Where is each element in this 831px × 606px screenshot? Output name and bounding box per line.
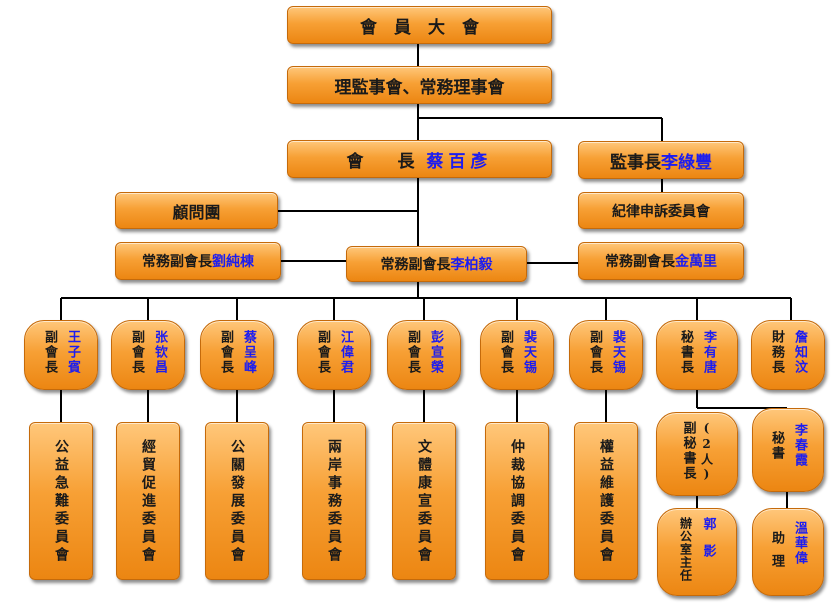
committee-label: 文體康宣委員會 bbox=[416, 439, 432, 565]
officer-box: 副會長 裴天锡 bbox=[569, 320, 643, 390]
exec-vp-right-box: 常務副會長 金萬里 bbox=[578, 242, 744, 280]
committee-label: 經貿促進委員會 bbox=[140, 439, 156, 565]
committee-box: 公益急難委員會 bbox=[29, 422, 93, 580]
committee-box: 文體康宣委員會 bbox=[392, 422, 456, 580]
office-director-title: 辦公室主任 bbox=[678, 517, 693, 582]
officer-box: 副會長 彭宣榮 bbox=[387, 320, 461, 390]
officer-name: 江偉君 bbox=[338, 330, 353, 375]
deputy-secretary-title: 副秘書長 bbox=[680, 421, 696, 481]
deputy-secretary-note: (2人) bbox=[699, 421, 714, 483]
supervisor-name: 李綠豐 bbox=[661, 152, 712, 173]
officer-box: 財務長 詹知汶 bbox=[751, 320, 825, 390]
secretary-name: 李春霞 bbox=[792, 423, 807, 468]
committee-label: 公關發展委員會 bbox=[229, 439, 245, 565]
exec-vp-center-name: 李柏毅 bbox=[450, 257, 493, 273]
officer-box: 副會長 王子賓 bbox=[24, 320, 98, 390]
committee-label: 權益維護委員會 bbox=[598, 439, 614, 565]
officer-box: 秘書長 李有唐 bbox=[656, 320, 738, 390]
secretary-title: 秘書 bbox=[769, 431, 784, 461]
supervisor-box: 監事長 李綠豐 bbox=[578, 141, 744, 179]
committee-box: 仲裁協調委員會 bbox=[485, 422, 549, 580]
advisors-label: 顧問團 bbox=[172, 202, 221, 222]
committee-label: 兩岸事務委員會 bbox=[326, 439, 342, 565]
officer-name: 蔡呈峰 bbox=[241, 330, 256, 375]
exec-vp-left-box: 常務副會長 劉純棟 bbox=[115, 242, 281, 280]
officer-title: 財務長 bbox=[769, 330, 784, 375]
exec-vp-center-box: 常務副會長 李柏毅 bbox=[346, 246, 527, 282]
committee-box: 公關發展委員會 bbox=[205, 422, 269, 580]
officer-title: 副會長 bbox=[315, 330, 330, 375]
officer-title: 副會長 bbox=[42, 330, 57, 375]
discipline-committee-box: 紀律申訴委員會 bbox=[578, 192, 744, 229]
supervisor-title: 監事長 bbox=[610, 152, 661, 173]
deputy-secretary-box: 副秘書長 (2人) bbox=[656, 412, 738, 496]
officer-name: 裴天锡 bbox=[521, 330, 536, 375]
committee-box: 經貿促進委員會 bbox=[116, 422, 180, 580]
office-director-name: 郭影 bbox=[700, 517, 716, 571]
board-label: 理監事會、常務理事會 bbox=[334, 77, 505, 98]
board-box: 理監事會、常務理事會 bbox=[287, 66, 552, 104]
member-assembly-label: 會 員 大 會 bbox=[360, 17, 479, 38]
officer-box: 副會長 张钦昌 bbox=[111, 320, 185, 390]
assistant-box: 助理 溫華偉 bbox=[752, 508, 824, 596]
officer-box: 副會長 江偉君 bbox=[297, 320, 371, 390]
officer-title: 副會長 bbox=[218, 330, 233, 375]
exec-vp-left-title: 常務副會長 bbox=[142, 254, 212, 270]
president-box: 會 長 蔡百彥 bbox=[287, 140, 552, 178]
officer-title: 副會長 bbox=[129, 330, 144, 375]
discipline-committee-label: 紀律申訴委員會 bbox=[612, 203, 710, 220]
officer-title: 秘書長 bbox=[678, 330, 693, 375]
exec-vp-left-name: 劉純棟 bbox=[212, 254, 254, 270]
assistant-title: 助理 bbox=[769, 531, 784, 577]
exec-vp-center-title: 常務副會長 bbox=[380, 257, 451, 273]
advisors-box: 顧問團 bbox=[115, 192, 278, 229]
committee-label: 公益急難委員會 bbox=[53, 439, 69, 565]
officer-box: 副會長 蔡呈峰 bbox=[200, 320, 274, 390]
office-director-box: 辦公室主任 郭影 bbox=[657, 508, 737, 596]
officer-name: 裴天锡 bbox=[610, 330, 625, 375]
officer-name: 张钦昌 bbox=[152, 330, 167, 375]
officer-name: 李有唐 bbox=[701, 330, 716, 375]
committee-label: 仲裁協調委員會 bbox=[509, 439, 525, 565]
member-assembly-box: 會 員 大 會 bbox=[287, 6, 552, 44]
assistant-name: 溫華偉 bbox=[792, 521, 807, 566]
committee-box: 兩岸事務委員會 bbox=[302, 422, 366, 580]
officer-title: 副會長 bbox=[405, 330, 420, 375]
president-name: 蔡百彥 bbox=[426, 151, 493, 172]
secretary-box: 秘書 李春霞 bbox=[752, 408, 824, 492]
committee-box: 權益維護委員會 bbox=[574, 422, 638, 580]
president-title: 會 長 bbox=[346, 151, 415, 172]
officer-name: 王子賓 bbox=[65, 330, 80, 375]
exec-vp-right-name: 金萬里 bbox=[675, 254, 717, 270]
officer-name: 詹知汶 bbox=[792, 330, 807, 375]
exec-vp-right-title: 常務副會長 bbox=[605, 254, 675, 270]
officer-title: 副會長 bbox=[498, 330, 513, 375]
officer-name: 彭宣榮 bbox=[428, 330, 443, 375]
officer-box: 副會長 裴天锡 bbox=[480, 320, 554, 390]
officer-title: 副會長 bbox=[587, 330, 602, 375]
